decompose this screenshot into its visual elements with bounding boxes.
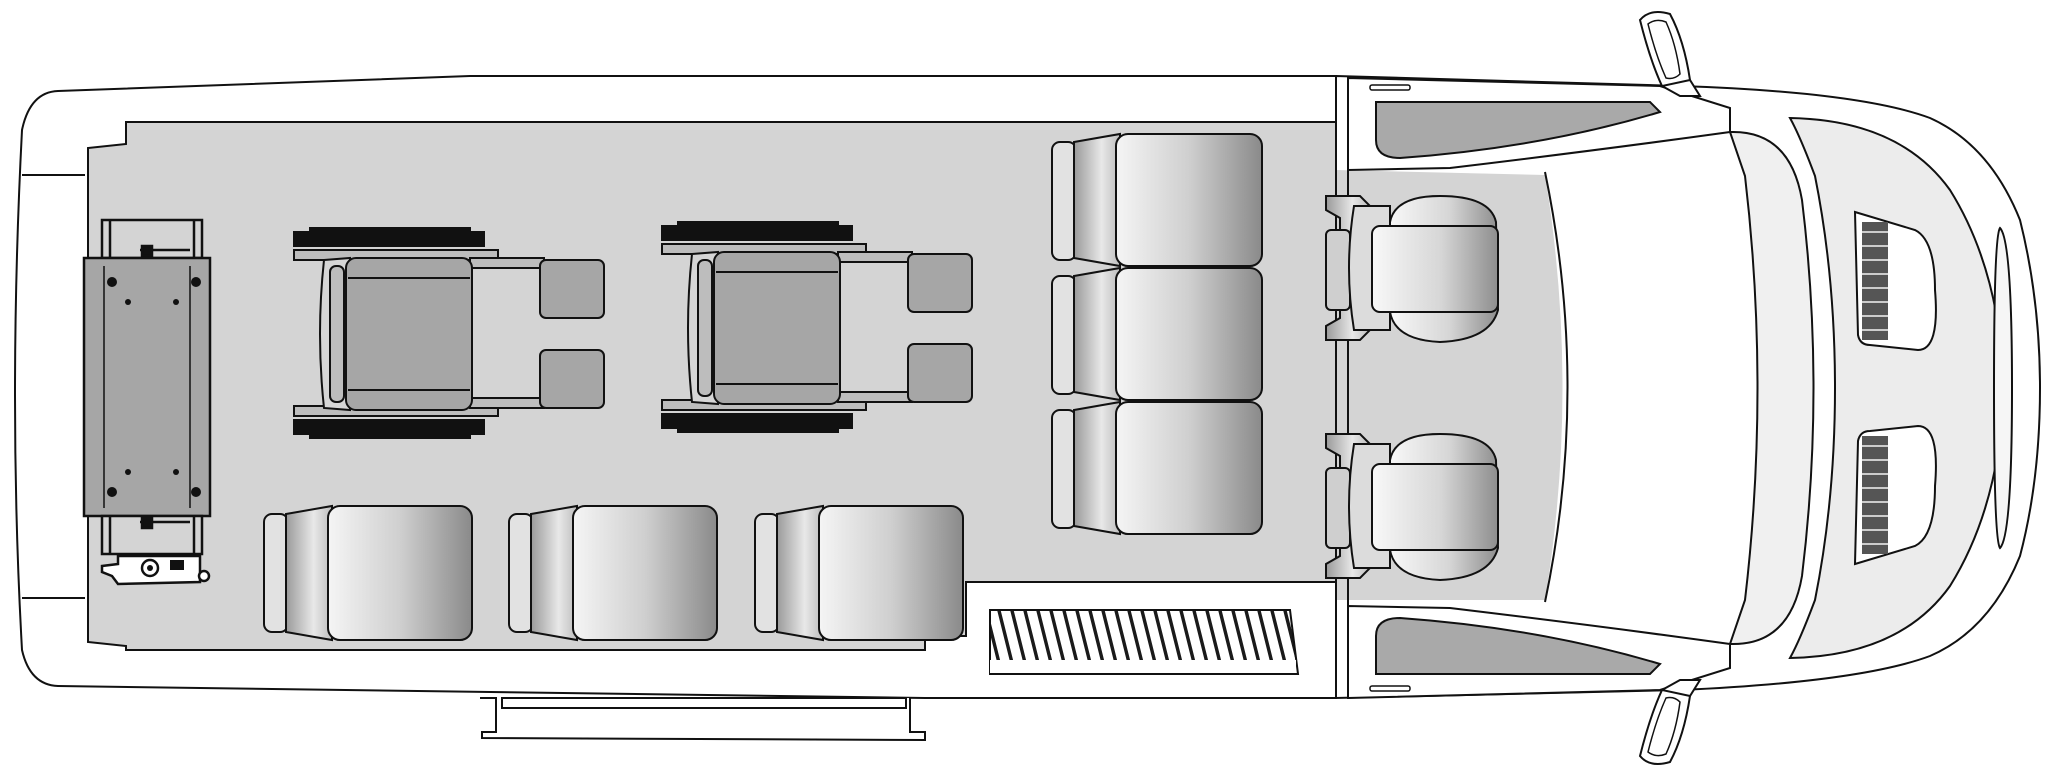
seat-icon — [1051, 266, 1263, 402]
dashboard — [1728, 130, 1815, 646]
seat-icon — [1051, 400, 1263, 536]
front-seat-driver — [1325, 432, 1500, 582]
step-lip — [501, 697, 907, 709]
front-door-top — [1347, 76, 1731, 172]
wheelchair-icon — [661, 221, 973, 433]
hood-edge — [1992, 226, 2014, 550]
vent-icon — [1853, 424, 1937, 566]
step-icon — [989, 609, 1300, 675]
wheelchair-icon — [293, 227, 605, 439]
vent-icon — [1853, 210, 1937, 352]
lift-icon — [82, 218, 212, 586]
seat-icon — [754, 504, 964, 642]
seat-icon — [1051, 132, 1263, 268]
front-seat-passenger — [1325, 194, 1500, 344]
front-door-bottom — [1347, 604, 1731, 700]
mirror-icon — [1638, 679, 1702, 765]
seat-icon — [508, 504, 718, 642]
cab-wall-lines — [1335, 76, 1569, 698]
mirror-icon — [1638, 11, 1702, 97]
windshield-frame — [1788, 116, 2006, 660]
seat-icon — [263, 504, 473, 642]
